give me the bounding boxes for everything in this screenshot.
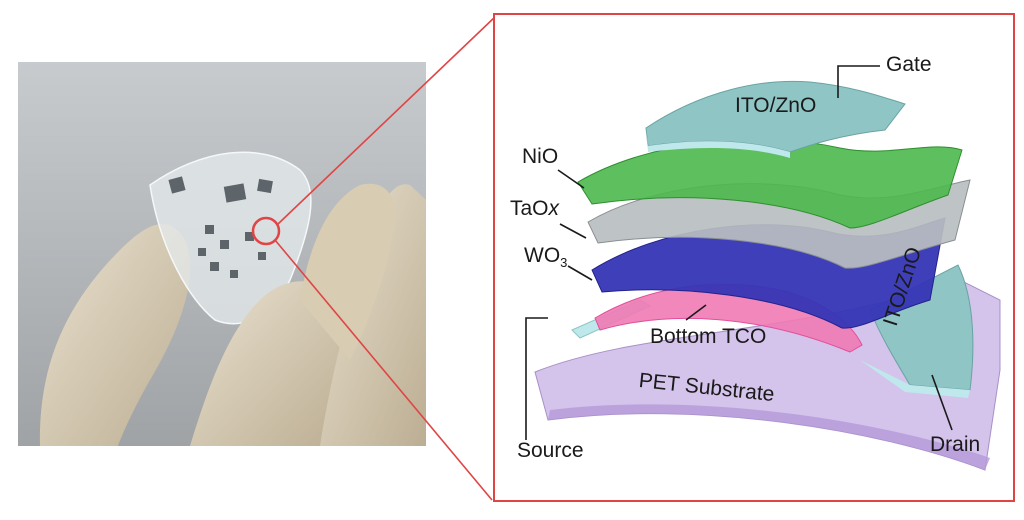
taox-leader	[559, 223, 587, 239]
glove-finger-middle	[320, 184, 426, 446]
drain-edge	[860, 360, 970, 398]
label-taox-sub: x	[548, 197, 560, 220]
label-taox: TaOx	[510, 198, 559, 219]
flexible-film	[149, 151, 312, 325]
layer-ito-zno-drain	[869, 264, 974, 391]
layer-stack	[534, 80, 1001, 471]
glove-finger-ring	[300, 183, 395, 360]
drain-leader	[931, 374, 953, 431]
source-leader	[525, 317, 548, 440]
nio-leader	[557, 169, 585, 189]
leader-lines	[525, 65, 953, 440]
glove-thumb	[39, 223, 191, 446]
label-taox-base: TaO	[510, 197, 549, 220]
label-nio: NiO	[522, 145, 559, 168]
bottom-tco-leader	[685, 304, 707, 321]
gate-leader	[837, 65, 880, 98]
wo3-leader	[567, 265, 593, 281]
label-gate: Gate	[886, 53, 932, 76]
pet-edge-stripe	[548, 404, 990, 470]
zoom-line-bottom	[274, 239, 493, 501]
label-wo3: WO3	[524, 245, 567, 269]
label-ito-zno-top: ITO/ZnO	[735, 94, 817, 117]
label-drain: Drain	[930, 433, 981, 456]
label-source: Source	[517, 439, 584, 462]
device-photo	[18, 62, 426, 446]
magnify-circle	[251, 216, 281, 246]
label-wo3-sub: 3	[560, 255, 568, 271]
electrode-pads	[168, 176, 273, 278]
gate-edge	[646, 128, 790, 158]
label-wo3-base: WO	[524, 244, 561, 267]
zoom-line-top	[277, 15, 497, 225]
glove-finger-index	[190, 281, 348, 446]
label-bottom-tco: Bottom TCO	[650, 325, 767, 348]
